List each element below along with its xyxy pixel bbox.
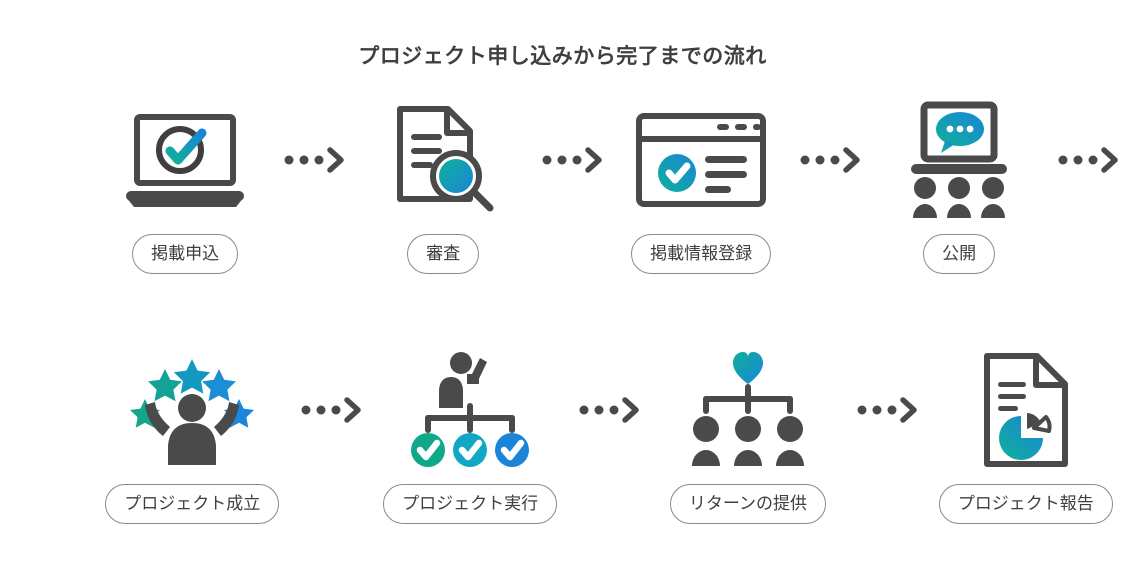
- arrow-dots-chevron-icon: [1051, 100, 1125, 220]
- flow-step-shinsa[interactable]: 審査: [351, 100, 535, 274]
- document-magnifier-icon: [383, 100, 503, 220]
- laptop-speech-audience-icon: [903, 100, 1015, 220]
- arrow-dots-chevron-icon: [535, 100, 609, 220]
- arrow-dots-chevron-icon: [277, 100, 351, 220]
- flow-step-label: 公開: [923, 234, 996, 274]
- flow-step-label: プロジェクト成立: [105, 484, 280, 524]
- flow-step-koukai[interactable]: 公開: [867, 100, 1051, 274]
- flow-step-label: 審査: [407, 234, 480, 274]
- flow-step-label: リターンの提供: [669, 484, 827, 524]
- flow-step-keisai-moushikomi[interactable]: 掲載申込: [93, 100, 277, 274]
- flow-step-label: 掲載情報登録: [631, 234, 772, 274]
- flow-step-project-houkoku[interactable]: プロジェクト報告: [927, 350, 1125, 524]
- document-pie-chart-icon: [979, 350, 1073, 470]
- arrow-dots-chevron-icon: [569, 350, 648, 470]
- cheering-person-stars-icon: [128, 350, 256, 470]
- arrow-dots-chevron-icon: [793, 100, 867, 220]
- flow-row-1: 掲載申込: [0, 100, 1125, 274]
- person-raised-arm-checks-icon: [411, 350, 530, 470]
- flow-step-project-seiritsu[interactable]: プロジェクト成立: [93, 350, 291, 524]
- browser-window-check-icon: [633, 100, 769, 220]
- arrow-dots-chevron-icon: [847, 350, 926, 470]
- flow-step-project-jikkou[interactable]: プロジェクト実行: [371, 350, 569, 524]
- flow-step-keisai-jouhou-touroku[interactable]: 掲載情報登録: [609, 100, 793, 274]
- laptop-check-icon: [120, 100, 250, 220]
- flow-step-label: プロジェクト報告: [938, 484, 1113, 524]
- heart-people-icon: [689, 350, 807, 470]
- flow-step-label: 掲載申込: [132, 234, 239, 274]
- flow-row-2: プロジェクト成立: [0, 350, 1125, 524]
- flow-step-label: プロジェクト実行: [383, 484, 558, 524]
- arrow-dots-chevron-icon: [291, 350, 370, 470]
- flow-step-return-teikyou[interactable]: リターンの提供: [649, 350, 847, 524]
- page-title: プロジェクト申し込みから完了までの流れ: [358, 45, 767, 68]
